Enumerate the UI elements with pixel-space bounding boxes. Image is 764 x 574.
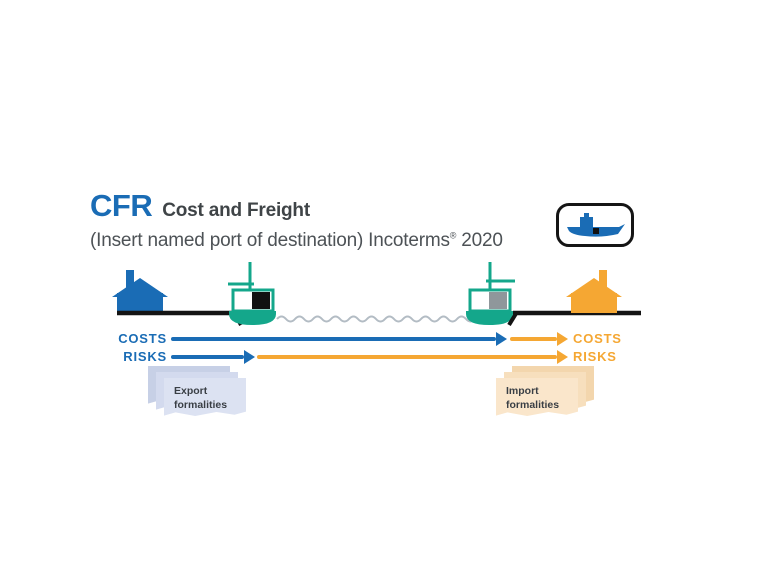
registered-mark: ®: [449, 230, 457, 241]
costs-blue-arrowhead-icon: [496, 332, 507, 346]
origin-container: [252, 292, 270, 309]
incoterm-code: CFR: [90, 188, 153, 223]
risks-blue-arrow: [171, 355, 244, 359]
wavy-sea-line: [276, 315, 476, 323]
subtitle-text: (Insert named port of destination) Incot…: [90, 230, 450, 251]
costs-orange-arrowhead-icon: [557, 332, 568, 346]
export-formalities-label: Export formalities: [174, 385, 228, 411]
costs-label-right: COSTS: [573, 331, 622, 346]
export-formalities-note: Export formalities: [148, 366, 256, 422]
costs-label-left: COSTS: [118, 331, 167, 346]
subtitle: (Insert named port of destination) Incot…: [90, 230, 503, 252]
risks-label-left: RISKS: [123, 349, 167, 364]
header: CFR Cost and Freight (Insert named port …: [90, 188, 503, 252]
import-formalities-note: Import formalities: [496, 366, 604, 422]
incoterm-name: Cost and Freight: [162, 200, 310, 221]
factory-icon: [112, 270, 168, 313]
ground-line-right: [507, 310, 641, 327]
destination-container: [489, 292, 507, 309]
risks-orange-arrowhead-icon: [557, 350, 568, 364]
warehouse-icon: [566, 270, 622, 313]
page-title: CFR Cost and Freight: [90, 188, 503, 224]
sea-transport-badge: [556, 203, 634, 247]
risks-orange-arrow: [257, 355, 557, 359]
risks-blue-arrowhead-icon: [244, 350, 255, 364]
risks-label-right: RISKS: [573, 349, 617, 364]
costs-orange-arrow: [510, 337, 557, 341]
paper-sheet: Import formalities: [496, 378, 578, 416]
costs-blue-arrow: [171, 337, 496, 341]
ground-line-left: [117, 310, 243, 326]
cargo-ship-icon: [567, 212, 625, 237]
destination-ship-icon: [466, 262, 515, 325]
paper-sheet: Export formalities: [164, 378, 246, 416]
origin-ship-icon: [228, 262, 276, 325]
import-formalities-label: Import formalities: [506, 385, 560, 411]
subtitle-year: 2020: [456, 230, 503, 251]
